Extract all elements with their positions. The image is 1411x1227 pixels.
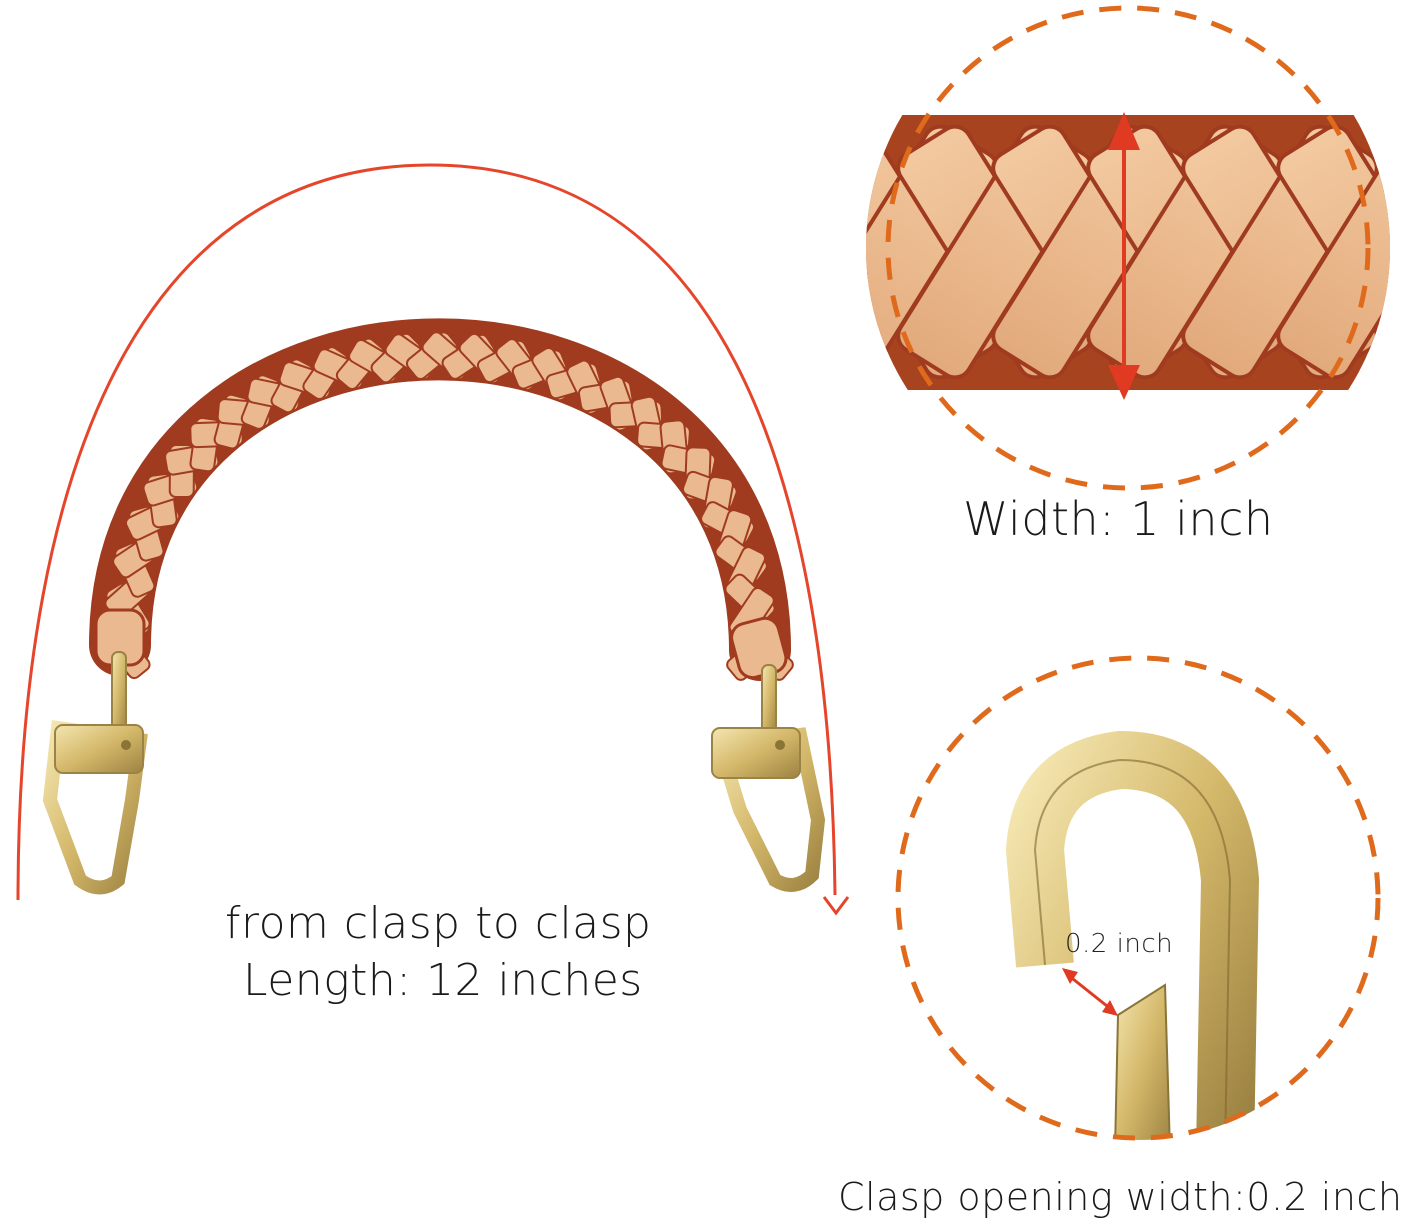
clasp-opening-caption: Clasp opening width:0.2 inch <box>838 1175 1403 1219</box>
length-measure-arc <box>16 163 837 901</box>
arrow-down-icon <box>822 896 850 916</box>
clasp-inner-label: 0.2 inch <box>1065 929 1174 959</box>
braid-strand-zoom <box>1276 124 1390 380</box>
braided-handle <box>89 318 794 681</box>
double-arrow-diagonal-icon <box>1062 968 1118 1016</box>
dashed-circle-bottom <box>895 655 1381 1141</box>
length-caption-line2: Length: 12 inches <box>243 955 643 1006</box>
right-clasp <box>710 664 826 892</box>
double-arrow-vertical-icon <box>1108 112 1140 400</box>
clasp-detail-zoom <box>895 655 1381 1141</box>
width-caption: Width: 1 inch <box>963 492 1274 546</box>
dashed-circle-top <box>885 5 1371 491</box>
left-clasp <box>42 651 148 895</box>
length-caption-line1: from clasp to clasp <box>225 898 652 949</box>
width-detail-zoom <box>866 0 1390 510</box>
